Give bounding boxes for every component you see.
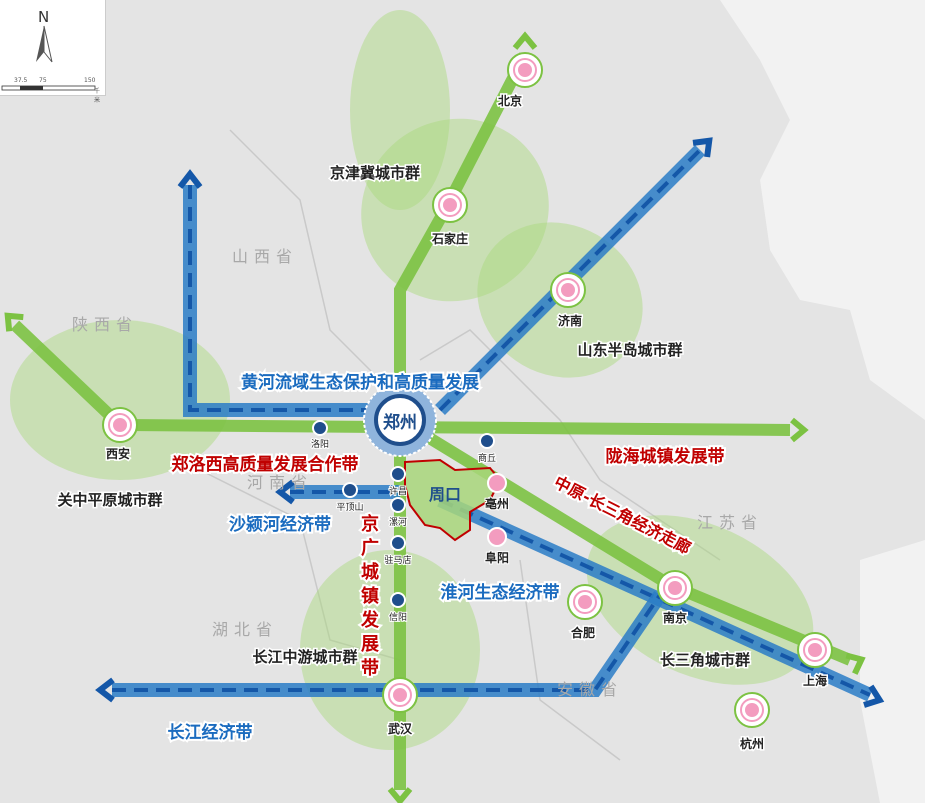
minor-city-dot	[487, 527, 507, 547]
minor-city-dot	[390, 466, 406, 482]
sea-south	[860, 540, 925, 803]
minor-city-dot	[487, 473, 507, 493]
cluster-label: 山东半岛城市群	[577, 341, 682, 359]
minor-city-label: 商丘	[478, 452, 496, 464]
minor-city-dot	[479, 433, 495, 449]
blue-belt-label: 淮河生态经济带	[441, 582, 560, 603]
zhoukou-region[interactable]	[404, 458, 502, 542]
major-city-dot	[518, 63, 532, 77]
zhengzhou-node	[374, 394, 426, 446]
legend-panel: N 37.5 75 150 千米	[0, 0, 106, 104]
major-city-dot	[561, 283, 575, 297]
cluster-label: 京津冀城市群	[330, 164, 420, 182]
minor-city-dot	[390, 535, 406, 551]
blue-arrow-icon	[863, 684, 885, 708]
center-city-label: 郑州	[383, 412, 417, 433]
blue-arrow-icon	[692, 137, 713, 158]
minor-city-label: 许昌	[389, 485, 407, 497]
urban-cluster-area	[350, 10, 450, 210]
north-arrow-icon	[1, 25, 96, 91]
major-city-dot	[808, 643, 822, 657]
minor-city-dot	[342, 482, 358, 498]
major-city-dot	[745, 703, 759, 717]
province-label: 山西省	[232, 247, 298, 266]
major-city-label: 北京	[498, 93, 522, 108]
minor-city-dot	[390, 497, 406, 513]
major-city-dot	[113, 418, 127, 432]
scale-tick-2: 75	[39, 77, 47, 84]
green-arrow-icon	[387, 787, 413, 803]
minor-city-label: 驻马店	[384, 554, 411, 566]
blue-belt-label: 长江经济带	[168, 722, 253, 743]
green-arrow-icon	[512, 31, 538, 50]
major-city-dot	[668, 581, 682, 595]
province-label: 江苏省	[697, 513, 763, 532]
minor-city-dot	[312, 420, 328, 436]
cluster-label: 长江中游城市群	[252, 648, 357, 666]
minor-city-label: 亳州	[485, 496, 509, 511]
north-arrow-label: N	[38, 8, 50, 26]
blue-arrow-icon	[275, 479, 295, 505]
minor-city-label: 漯河	[389, 516, 407, 528]
blue-arrow-icon	[177, 169, 203, 189]
province-label: 安徽省	[557, 680, 623, 699]
minor-city-label: 洛阳	[311, 438, 329, 450]
scale-tick-3: 150	[84, 77, 96, 84]
blue-belt-dash	[112, 593, 662, 692]
minor-city-label: 平顶山	[336, 502, 363, 513]
major-city-label: 上海	[803, 673, 827, 688]
minor-city-dot	[390, 592, 406, 608]
urban-cluster-area	[10, 320, 230, 480]
red-belt-label: 陇海城镇发展带	[606, 446, 725, 467]
scale-tick-1: 37.5	[14, 77, 28, 84]
highlight-city-label: 周口	[429, 485, 461, 504]
major-city-dot	[443, 198, 457, 212]
blue-belt-label: 黄河流域生态保护和高质量发展	[241, 372, 479, 393]
blue-belt-dash	[188, 185, 400, 412]
province-label: 陕西省	[72, 315, 138, 334]
province-label: 湖北省	[212, 620, 278, 639]
cluster-label: 长三角城市群	[660, 651, 750, 669]
blue-arrow-icon	[95, 677, 115, 703]
cluster-label: 关中平原城市群	[57, 491, 162, 509]
green-arrow-icon	[4, 312, 24, 332]
province-boundary	[199, 129, 721, 761]
major-city-label: 南京	[663, 610, 687, 625]
major-city-dot	[578, 595, 592, 609]
blue-belt-dash	[439, 498, 871, 697]
minor-city-label: 阜阳	[485, 550, 509, 565]
green-arrow-icon	[845, 652, 866, 675]
blue-belt-label: 沙颍河经济带	[229, 514, 331, 535]
major-city-label: 济南	[558, 313, 582, 328]
major-city-label: 石家庄	[431, 231, 468, 246]
minor-city-label: 信阳	[389, 611, 407, 623]
province-label: 河南省	[247, 473, 313, 492]
major-city-label: 西安	[106, 446, 130, 461]
sea	[720, 0, 925, 420]
major-city-label: 合肥	[571, 625, 595, 640]
green-development-axis	[394, 52, 531, 440]
major-city-label: 武汉	[388, 721, 413, 736]
scale-unit: 千米	[94, 88, 101, 104]
red-belt-label: 京广城镇发展带	[360, 513, 380, 679]
green-arrow-icon	[790, 417, 809, 443]
urban-cluster-area	[300, 550, 480, 750]
red-belt-label: 郑洛西高质量发展合作带	[172, 454, 359, 475]
cities: 郑州	[102, 52, 833, 728]
major-city-label: 杭州	[740, 736, 764, 751]
major-city-dot	[393, 688, 407, 702]
